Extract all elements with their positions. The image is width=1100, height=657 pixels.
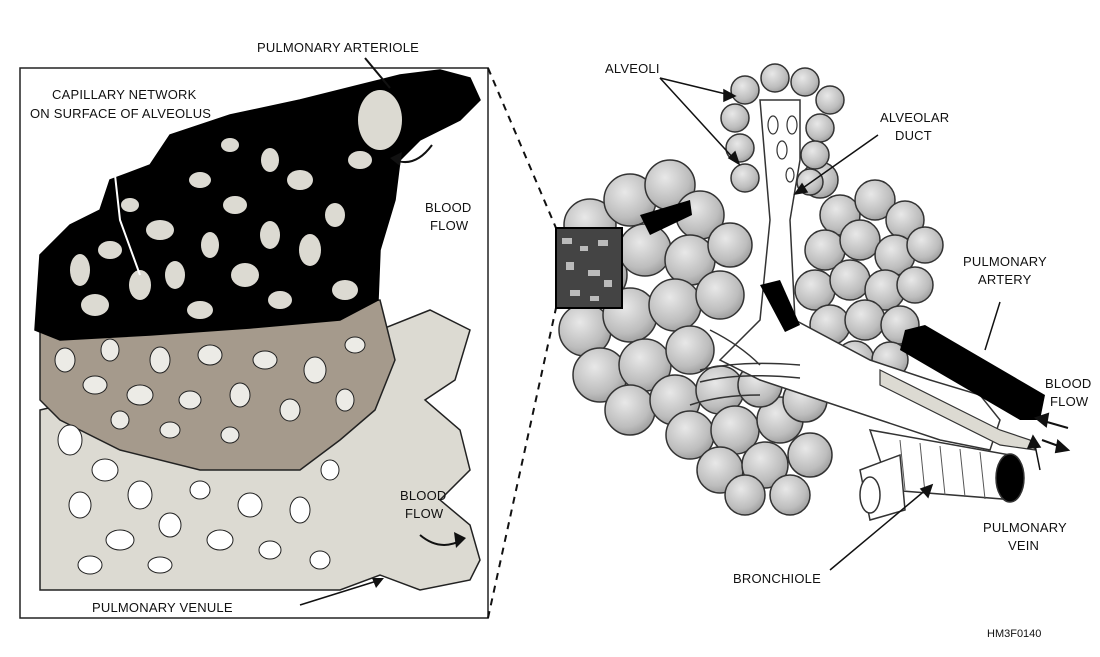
label-pulmonary-venule: PULMONARY VENULE [92,600,233,615]
label-blood-flow-bottom-2: FLOW [405,506,444,521]
label-figure-code: HM3F0140 [987,628,1041,640]
label-alveolar-duct-2: DUCT [895,128,932,143]
label-pulmonary-artery-1: PULMONARY [963,254,1047,269]
label-pulmonary-vein-2: VEIN [1008,538,1039,553]
label-capillary-network-1: CAPILLARY NETWORK [52,87,197,102]
zoom-line-bottom [488,308,556,618]
label-blood-flow-bottom-1: BLOOD [400,488,447,503]
label-bronchiole: BRONCHIOLE [733,571,821,586]
label-blood-flow-right-2: FLOW [1050,394,1089,409]
label-pulmonary-artery-2: ARTERY [978,272,1032,287]
label-blood-flow-top-2: FLOW [430,218,469,233]
blood-flow-arrows-right [1036,414,1068,452]
label-capillary-network-2: ON SURFACE OF ALVEOLUS [30,106,211,121]
capillary-detail-panel [20,58,488,618]
label-pulmonary-arteriole: PULMONARY ARTERIOLE [257,40,419,55]
label-pulmonary-vein-1: PULMONARY [983,520,1067,535]
zoom-line-top [488,68,556,228]
label-blood-flow-right-1: BLOOD [1045,376,1092,391]
label-alveolar-duct-1: ALVEOLAR [880,110,949,125]
label-blood-flow-top-1: BLOOD [425,200,472,215]
label-alveoli: ALVEOLI [605,61,660,76]
